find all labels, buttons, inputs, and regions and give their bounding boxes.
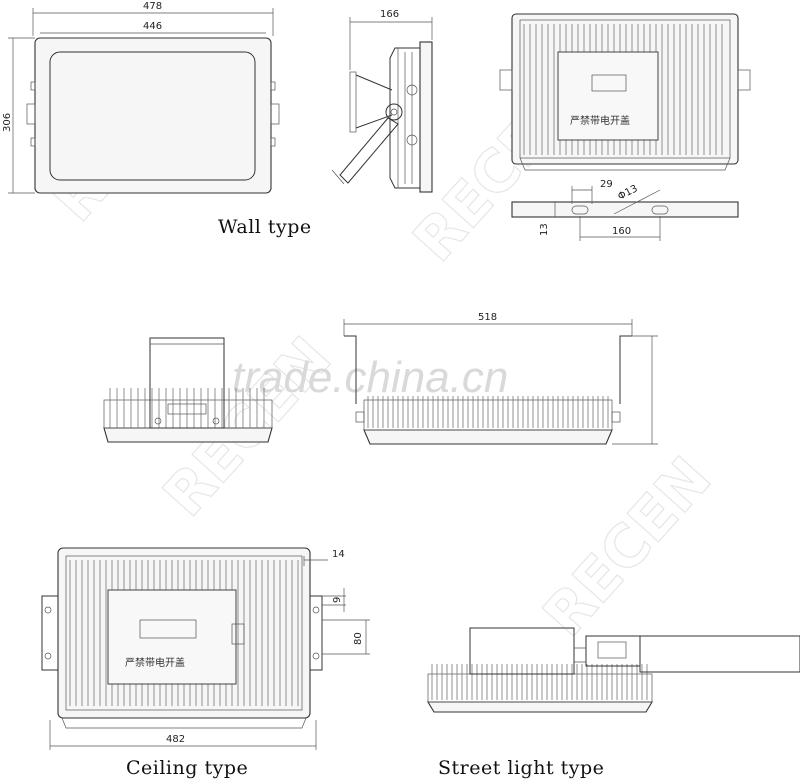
- dim-tab-offset: 9: [332, 597, 343, 603]
- junction-box-ceiling: [107, 589, 237, 685]
- caption-wall-type: Wall type: [218, 216, 312, 238]
- dim-length: 518: [478, 312, 497, 323]
- dim-tab-height: 80: [353, 632, 364, 645]
- watermark-brand-4: RECEN: [530, 444, 724, 649]
- warning-label-top-right: 严禁带电开盖: [570, 114, 630, 127]
- warning-label-ceiling: 严禁带电开盖: [125, 656, 185, 669]
- dim-wall-inner-width: 446: [143, 21, 162, 32]
- wall-front-view: 478 446 306: [2, 1, 280, 194]
- junction-box-top-right: [557, 51, 659, 141]
- fins-middle-right: [367, 396, 609, 428]
- middle-long-view: 518: [343, 312, 658, 445]
- ceiling-view: 严禁带电开盖 482 14 9 80: [41, 547, 370, 750]
- wall-side-view: 166: [331, 9, 433, 193]
- fins-middle-left: [109, 388, 265, 428]
- street-light-view: [427, 627, 800, 713]
- dim-wall-depth: 166: [380, 9, 399, 20]
- watermark-site: trade.china.cn: [232, 353, 508, 402]
- dim-bracket-hole: Φ13: [616, 183, 639, 202]
- dim-wall-height: 306: [2, 113, 13, 132]
- dim-ceiling-width: 482: [166, 734, 185, 745]
- caption-ceiling-type: Ceiling type: [126, 757, 248, 779]
- middle-side-view: [103, 337, 273, 443]
- dim-bracket-thickness: 13: [539, 223, 550, 236]
- dim-bracket-spacing: 160: [612, 226, 631, 237]
- dim-edge-offset: 14: [332, 549, 345, 560]
- back-view-top-right: 严禁带电开盖: [499, 13, 751, 171]
- fins-street-light: [431, 664, 648, 700]
- mounting-bracket: 29 Φ13 13 160: [511, 179, 739, 241]
- dim-wall-width: 478: [143, 1, 162, 12]
- dim-bracket-slot: 29: [600, 179, 613, 190]
- caption-street-light-type: Street light type: [438, 757, 604, 779]
